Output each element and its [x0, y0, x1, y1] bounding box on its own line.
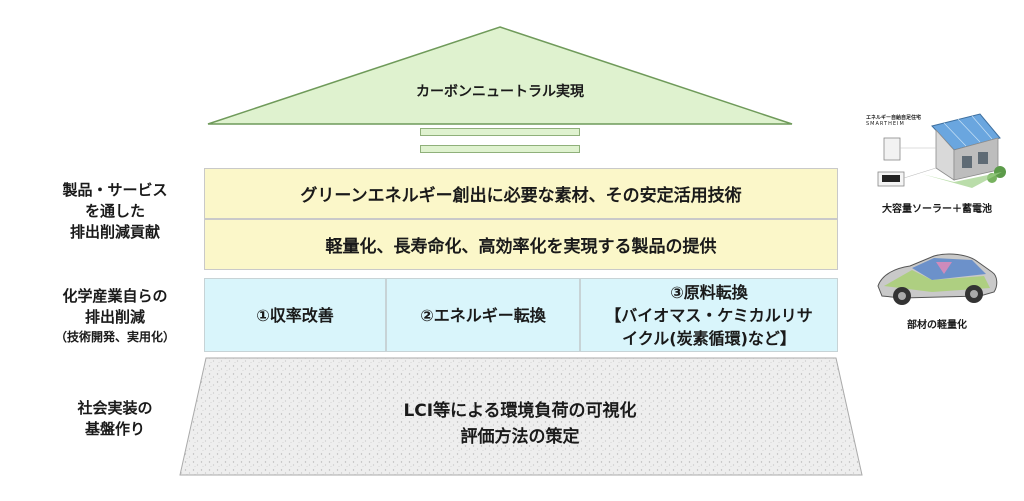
car-image: 部材の軽量化: [872, 248, 1002, 338]
house-image: エネルギー自給自足住宅 SMARTHEIM 大容量ソーラー＋蓄電池: [862, 108, 1012, 215]
roof-triangle: [207, 26, 793, 125]
car-caption: 部材の軽量化: [907, 320, 967, 331]
label-industry: 化学産業自らの 排出削減 （技術開発、実用化）: [30, 286, 200, 345]
label-industry-sub: （技術開発、実用化）: [54, 330, 175, 344]
roof-shape: [207, 26, 793, 125]
house-brand-line2: SMARTHEIM: [866, 121, 905, 127]
house-caption: 大容量ソーラー＋蓄電池: [882, 204, 992, 215]
label-products: 製品・サービス を通した 排出削減貢献: [62, 181, 168, 241]
base-trapezoid: [179, 357, 863, 476]
house-brand-line1: エネルギー自給自足住宅: [866, 115, 922, 121]
cell-energy: ②エネルギー転換: [386, 278, 580, 352]
base-shape: [179, 357, 863, 476]
base-line-2: 評価方法の策定: [460, 427, 580, 447]
roof-bar-1: [420, 128, 580, 136]
label-social: 社会実装の 基盤作り: [77, 399, 153, 438]
cell-feedstock: ③原料転換 【バイオマス・ケミカルリサ イクル(炭素循環)など】: [580, 278, 838, 352]
base-text: LCI等による環境負荷の可視化 評価方法の策定: [300, 398, 740, 450]
car-drawing: [877, 253, 998, 305]
base-line-1: LCI等による環境負荷の可視化: [403, 401, 637, 421]
cell-yield: ①収率改善: [204, 278, 386, 352]
roof-bar-2: [420, 145, 580, 153]
house-drawing: [877, 113, 1006, 188]
band-green-energy: グリーンエネルギー創出に必要な素材、その安定活用技術: [204, 168, 838, 219]
roof-title: カーボンニュートラル実現: [416, 84, 584, 100]
label-industry-main: 化学産業自らの 排出削減: [62, 287, 168, 326]
band-products: 軽量化、長寿命化、高効率化を実現する製品の提供: [204, 219, 838, 270]
